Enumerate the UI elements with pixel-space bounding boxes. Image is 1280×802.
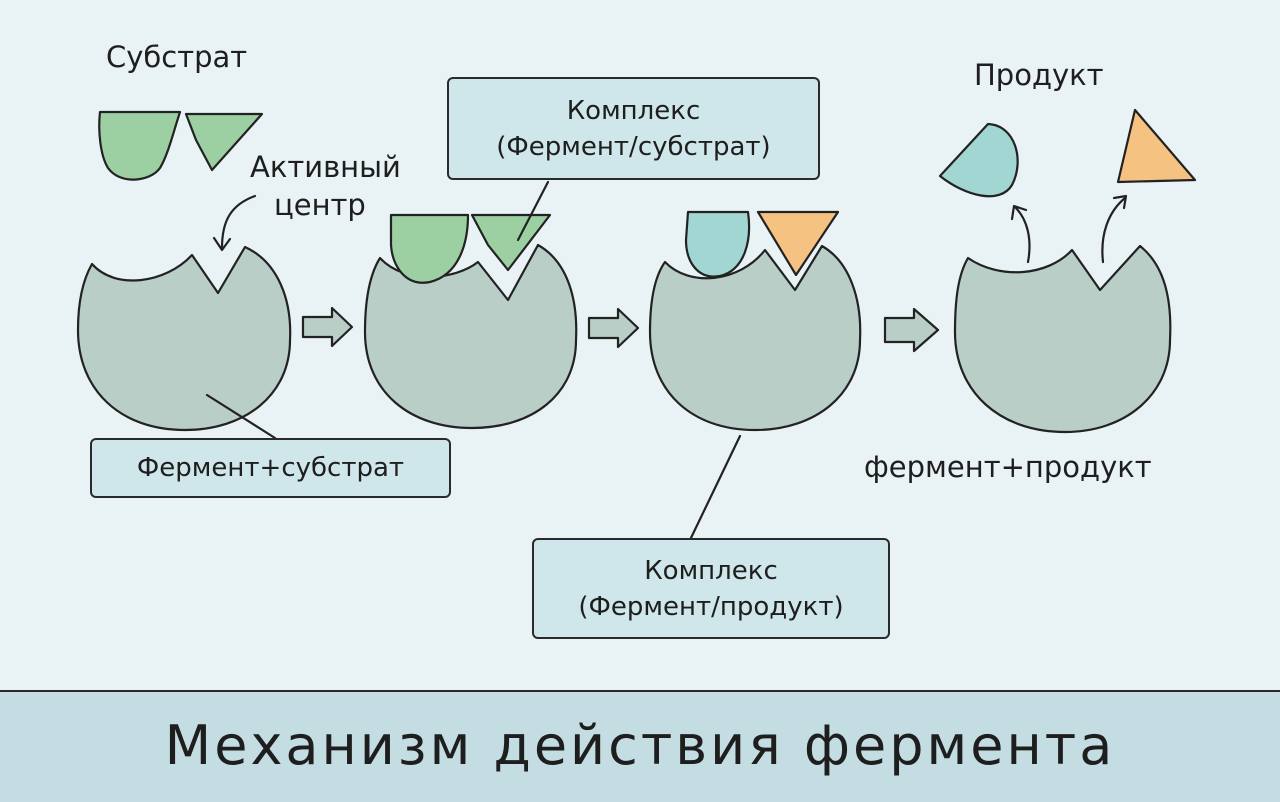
bound-substrate bbox=[389, 213, 470, 284]
page-title: Механизм действия фермента bbox=[164, 714, 1116, 777]
enzyme-substrate-label: Фермент+субстрат bbox=[136, 453, 405, 483]
active-site-label-line2: центр bbox=[274, 188, 366, 222]
release-arrow-left bbox=[1013, 205, 1031, 264]
substrate-label: Субстрат bbox=[106, 40, 248, 74]
arrow-1 bbox=[301, 306, 354, 348]
complex-ep-leader bbox=[688, 434, 742, 542]
enzyme-2 bbox=[363, 243, 578, 430]
product-orange bbox=[1116, 108, 1197, 184]
active-site-pointer bbox=[220, 194, 257, 250]
active-site-label-line1: Активный bbox=[250, 150, 401, 184]
arrow-3 bbox=[883, 307, 940, 353]
complex-es-line2: (Фермент/субстрат) bbox=[496, 131, 771, 162]
product-label: Продукт bbox=[974, 58, 1104, 92]
footer-band: Механизм действия фермента bbox=[0, 690, 1280, 802]
enzyme-product-label: фермент+продукт bbox=[864, 450, 1152, 484]
enzyme-4 bbox=[953, 244, 1172, 434]
complex-es-leader bbox=[516, 180, 550, 242]
enzyme-1 bbox=[76, 245, 292, 432]
complex-ep-line2: (Фермент/продукт) bbox=[578, 591, 844, 622]
complex-ep-line1: Комплекс bbox=[644, 555, 778, 586]
complex-enzyme-substrate-box: Комплекс (Фермент/субстрат) bbox=[447, 77, 820, 180]
product-orange-bound bbox=[756, 210, 840, 277]
arrow-2 bbox=[587, 307, 640, 349]
bound-substrate-wedge bbox=[470, 213, 552, 272]
product-teal bbox=[938, 122, 1019, 198]
enzyme-3 bbox=[648, 244, 862, 432]
release-arrow-right bbox=[1101, 196, 1127, 264]
substrate-molecule bbox=[98, 110, 182, 181]
diagram-canvas bbox=[76, 108, 1197, 542]
enzyme-substrate-box: Фермент+субстрат bbox=[90, 438, 451, 498]
product-teal-bound bbox=[684, 210, 751, 278]
enzyme-substrate-leader bbox=[205, 393, 277, 440]
complex-enzyme-product-box: Комплекс (Фермент/продукт) bbox=[532, 538, 890, 639]
diagram: Субстрат Активный центр Продукт фермент+… bbox=[76, 40, 1197, 639]
complex-es-line1: Комплекс bbox=[566, 95, 701, 126]
substrate-wedge bbox=[184, 112, 264, 172]
